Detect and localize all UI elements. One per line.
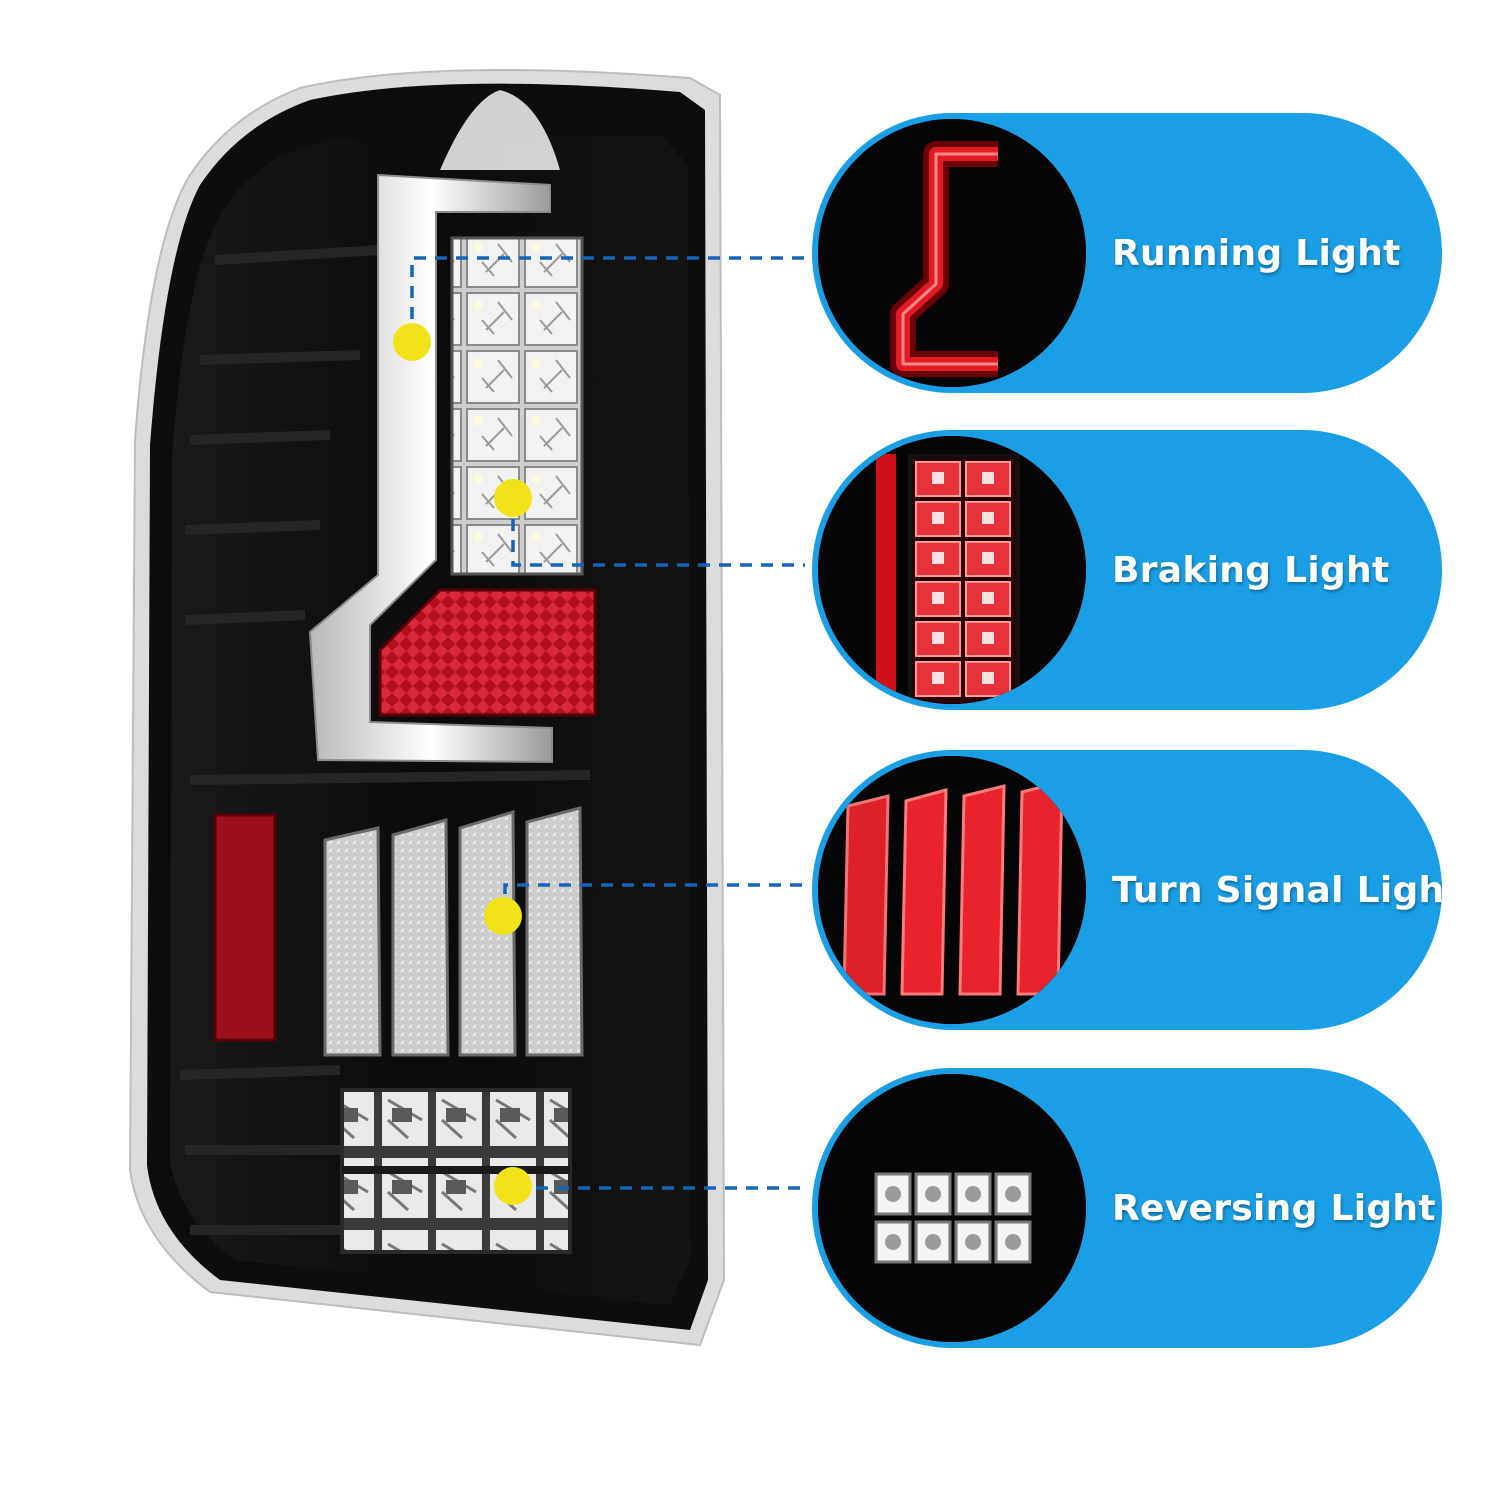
braking-light-dot[interactable] [494,479,532,517]
brake-led-dot [932,632,944,644]
brake-led-dot [982,632,994,644]
reversing-led-cell [874,1220,912,1264]
running-light-dot[interactable] [393,323,431,361]
braking-light-thumbnail [818,436,1086,704]
brake-led-cell [915,581,961,617]
brake-led-dot [982,672,994,684]
brake-led-dot [932,552,944,564]
reversing-led-dot [1005,1186,1021,1202]
reversing-led-dot [925,1186,941,1202]
brake-led-cell [915,661,961,697]
turn-signal-bars-icon [818,756,1086,1024]
brake-led-dot [982,592,994,604]
turn-signal-thumbnail [818,756,1086,1024]
reversing-led-dot [1005,1234,1021,1250]
reversing-led-cell [954,1172,992,1216]
side-marker [213,813,277,1042]
turn-signal-dot[interactable] [484,897,522,935]
running-light-thumbnail [818,119,1086,387]
callout-running-light: Running Light [812,113,1442,393]
callout-reversing-light: Reversing Light [812,1068,1442,1348]
reversing-led-dot [965,1186,981,1202]
reversing-light-label: Reversing Light [1112,1187,1436,1229]
brake-led-dot [982,512,994,524]
braking-light-label: Braking Light [1112,549,1390,591]
reversing-light-grid-icon [818,1074,1086,1342]
brake-led-cell [965,621,1011,657]
brake-led-dot [932,592,944,604]
brake-led-dot [982,552,994,564]
upper-led-block [450,236,584,576]
reversing-light-thumbnail [818,1074,1086,1342]
reversing-led-cell [994,1220,1032,1264]
c-light-tube [308,173,553,764]
reversing-led-dot [965,1234,981,1250]
brake-led-dot [982,472,994,484]
turn-signal-light-label: Turn Signal Light [1112,869,1442,911]
brake-led-dot [932,672,944,684]
reversing-led-cell [954,1220,992,1264]
brake-led-dot [932,512,944,524]
braking-light-grid-icon [818,436,1086,704]
reversing-light-dot[interactable] [494,1167,532,1205]
callout-braking-light: Braking Light [812,430,1442,710]
reversing-led-dot [925,1234,941,1250]
running-light-label: Running Light [1112,232,1401,274]
reversing-led-dot [885,1234,901,1250]
red-reflector [378,588,597,717]
reversing-led-dot [885,1186,901,1202]
brake-led-dot [932,472,944,484]
turn-signal-bars [323,806,584,1057]
running-light-tube-icon [818,119,1086,387]
callout-turn-signal-light: Turn Signal Light [812,750,1442,1030]
